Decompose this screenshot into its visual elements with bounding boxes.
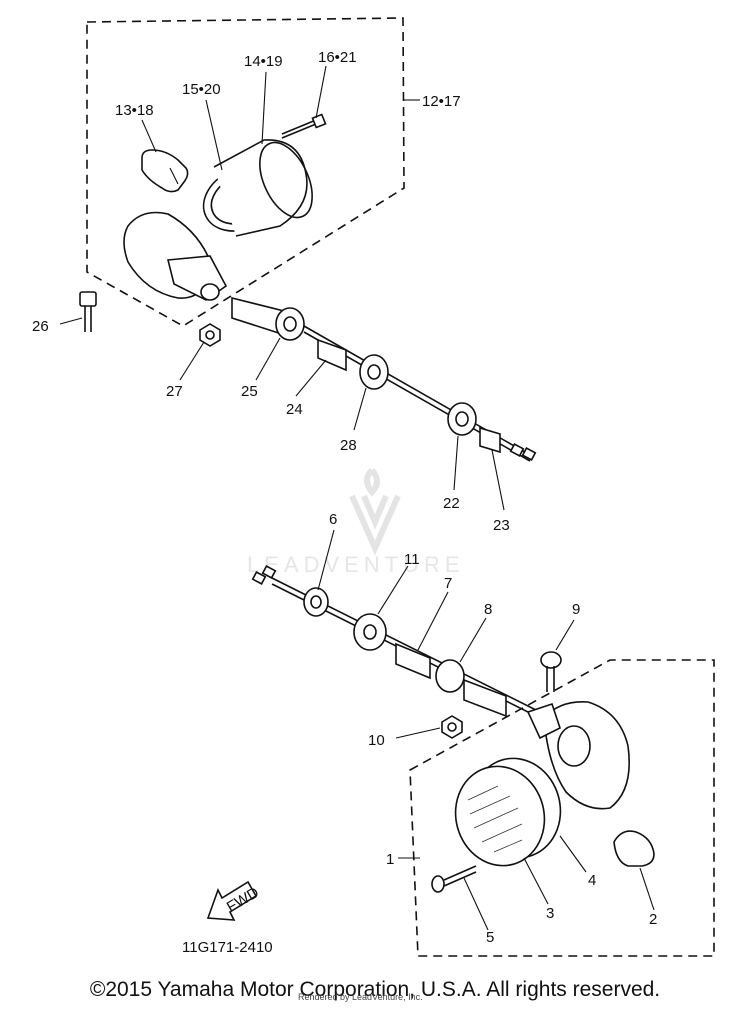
callout-2: 2 <box>649 911 657 928</box>
callout-5: 5 <box>486 929 494 946</box>
top-assembly-dashed-frame <box>86 17 420 327</box>
screw-lower <box>431 865 477 893</box>
callout-12-17: 12•17 <box>422 93 461 110</box>
callout-14-19: 14•19 <box>244 53 283 70</box>
screw-upper <box>281 113 327 139</box>
watermark-text: LEADVENTURE <box>247 552 465 577</box>
fwd-arrow-icon: FWD <box>206 880 262 921</box>
callout-8: 8 <box>484 601 492 618</box>
callout-7: 7 <box>444 575 452 592</box>
bolt-26 <box>79 291 97 332</box>
callout-labels: 13•18 15•20 14•19 16•21 12•17 26 27 25 2… <box>32 49 657 956</box>
callout-25: 25 <box>241 383 258 400</box>
callout-27: 27 <box>166 383 183 400</box>
callout-23: 23 <box>493 517 510 534</box>
bottom-assembly-dashed-frame <box>398 659 715 957</box>
upper-wire-harness <box>231 296 537 462</box>
callout-11: 11 <box>404 551 420 568</box>
callout-26: 26 <box>32 318 49 335</box>
callout-1: 1 <box>386 851 394 868</box>
copyright-notice: ©2015 Yamaha Motor Corporation, U.S.A. A… <box>89 978 661 1001</box>
callout-28: 28 <box>340 437 357 454</box>
nut-10 <box>441 715 463 739</box>
watermark-logo: LEADVENTURE <box>247 467 465 577</box>
bolt-9 <box>540 651 562 692</box>
top-leader-lines <box>59 65 505 511</box>
callout-9: 9 <box>572 601 580 618</box>
callout-13-18: 13•18 <box>115 102 154 119</box>
lower-wire-harness <box>251 565 549 723</box>
bottom-leader-lines <box>317 529 655 931</box>
lens-lower <box>454 757 562 867</box>
callout-24: 24 <box>286 401 303 418</box>
callout-4: 4 <box>588 872 596 889</box>
callout-10: 10 <box>368 732 385 749</box>
callout-22: 22 <box>443 495 460 512</box>
callout-15-20: 15•20 <box>182 81 221 98</box>
bulb-upper <box>141 149 189 193</box>
rendered-by-note: Rendered by LeadVenture, Inc. <box>298 992 423 1002</box>
housing-upper <box>123 211 228 301</box>
housing-lower <box>526 701 630 810</box>
callout-16-21: 16•21 <box>318 49 357 66</box>
bulb-lower <box>613 830 655 867</box>
callout-3: 3 <box>546 905 554 922</box>
callout-6: 6 <box>329 511 337 528</box>
nut-27 <box>199 323 221 347</box>
ref-code: 11G171-2410 <box>182 939 273 956</box>
lens-upper <box>213 139 313 237</box>
